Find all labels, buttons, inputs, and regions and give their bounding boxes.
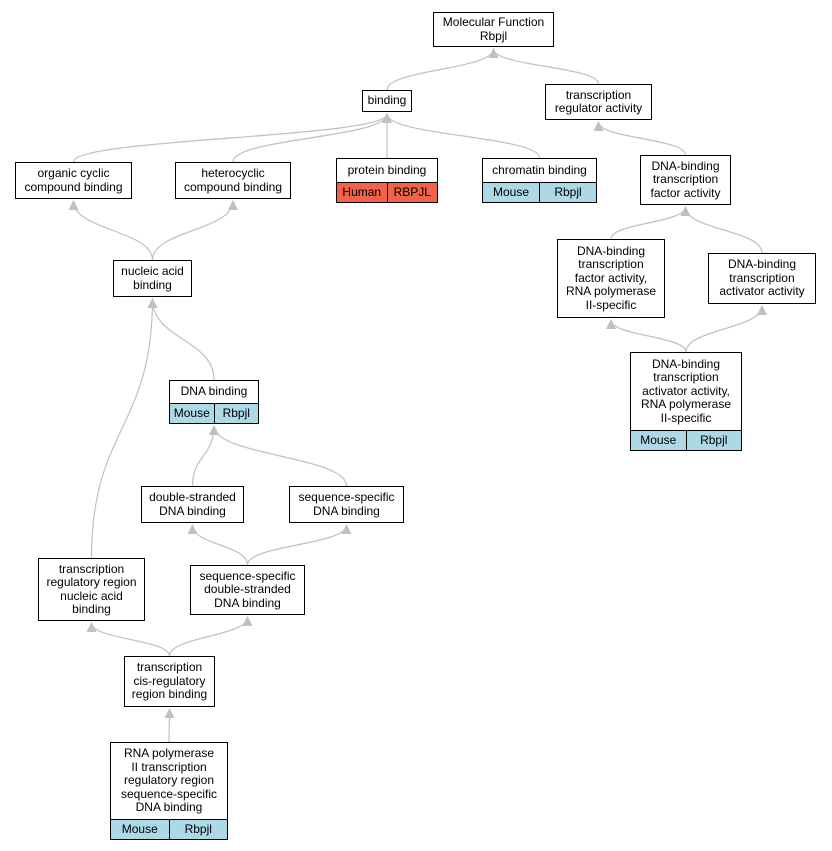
node-transcription-regulator-activity[interactable]: transcription regulator activity	[545, 84, 652, 120]
edge-dbtaa2-to-dbtaa	[685, 305, 767, 353]
node-dna-binding-transcription-activator-activity[interactable]: DNA-binding transcription activator acti…	[708, 253, 816, 304]
node-label: DNA-binding transcription activator acti…	[719, 257, 805, 299]
node-transcription-regulatory-region-nucleic-acid-binding[interactable]: transcription regulatory region nucleic …	[38, 558, 145, 621]
gene-symbol-cell: Rbpjl	[539, 183, 596, 202]
node-double-stranded-dna-binding[interactable]: double-stranded DNA binding	[141, 486, 244, 523]
edge-dbtaa-to-dbtfa	[680, 206, 763, 254]
node-label: sequence-specific DNA binding	[298, 490, 395, 518]
species-annotation-row: Human RBPJL	[337, 182, 437, 202]
node-transcription-cis-regulatory-region-binding[interactable]: transcription cis-regulatory region bind…	[124, 656, 215, 707]
edge-hccb-to-binding	[232, 113, 392, 163]
node-label: binding	[367, 93, 407, 108]
edge-dbtfa-to-tra	[593, 121, 687, 156]
node-label: organic cyclic compound binding	[24, 166, 123, 194]
node-label: DNA-binding transcription factor activit…	[650, 158, 721, 200]
edge-ssdsdb-to-dsdb	[187, 524, 249, 566]
node-label: RNA polymerase II transcription regulato…	[120, 746, 218, 815]
species-name-cell: Mouse	[111, 820, 169, 839]
node-rna-pol-ii-regulatory-region-sequence-specific-dna-binding[interactable]: RNA polymerase II transcription regulato…	[110, 742, 228, 840]
species-annotation-row: Mouse Rbpjl	[170, 403, 258, 423]
node-sequence-specific-double-stranded-dna-binding[interactable]: sequence-specific double-stranded DNA bi…	[190, 565, 305, 615]
edge-tra-to-mf	[488, 48, 600, 85]
species-name-cell: Mouse	[631, 431, 686, 450]
node-dna-binding-tf-activity-rna-pol-ii-specific[interactable]: DNA-binding transcription factor activit…	[557, 239, 665, 318]
node-binding[interactable]: binding	[362, 90, 412, 112]
node-dna-binding-activator-activity-rna-pol-ii-specific[interactable]: DNA-binding transcription activator acti…	[630, 352, 742, 451]
species-annotation-row: Mouse Rbpjl	[483, 182, 596, 202]
node-label: DNA-binding transcription activator acti…	[640, 356, 732, 425]
edge-cb-to-binding	[382, 113, 541, 159]
node-sequence-specific-dna-binding[interactable]: sequence-specific DNA binding	[289, 486, 404, 523]
node-dna-binding-transcription-factor-activity[interactable]: DNA-binding transcription factor activit…	[640, 155, 731, 205]
node-label: transcription regulatory region nucleic …	[46, 561, 137, 616]
node-label: heterocyclic compound binding	[183, 166, 283, 194]
node-label: double-stranded DNA binding	[149, 490, 236, 518]
node-molecular-function[interactable]: Molecular Function Rbpjl	[433, 12, 554, 47]
species-annotation-row: Mouse Rbpjl	[631, 430, 741, 450]
edge-occb-to-binding	[72, 113, 392, 163]
edge-rnap-to-tcrrb	[164, 708, 175, 743]
species-name-cell: Mouse	[170, 404, 214, 423]
node-label: transcription cis-regulatory region bind…	[131, 660, 208, 702]
node-label: nucleic acid binding	[121, 264, 184, 292]
node-label: protein binding	[347, 162, 427, 177]
node-label: DNA-binding transcription factor activit…	[565, 243, 657, 312]
node-label: transcription regulator activity	[554, 87, 643, 115]
node-protein-binding[interactable]: protein binding Human RBPJL	[336, 158, 438, 203]
gene-symbol-cell: RBPJL	[386, 183, 437, 202]
edge-dbtfa2-to-dbtfa	[610, 206, 691, 240]
edge-tcrrb-to-trrnab	[86, 622, 171, 657]
edge-ssdb-to-dnab	[209, 425, 348, 487]
edge-nab-to-occb	[68, 200, 154, 261]
gene-symbol-cell: Rbpjl	[213, 404, 258, 423]
edge-nab-to-hccb	[151, 200, 238, 261]
node-dna-binding[interactable]: DNA binding Mouse Rbpjl	[169, 380, 259, 424]
edge-tcrrb-to-ssdsdb	[168, 616, 253, 657]
species-name-cell: Mouse	[483, 183, 539, 202]
node-heterocyclic-compound-binding[interactable]: heterocyclic compound binding	[175, 162, 291, 199]
node-nucleic-acid-binding[interactable]: nucleic acid binding	[113, 260, 192, 297]
node-label: sequence-specific double-stranded DNA bi…	[199, 568, 296, 610]
gene-symbol-cell: Rbpjl	[168, 820, 227, 839]
gene-symbol-cell: Rbpjl	[685, 431, 741, 450]
species-annotation-row: Mouse Rbpjl	[111, 819, 227, 839]
edge-dbtaa2-to-dbtfa2	[606, 319, 687, 353]
node-chromatin-binding[interactable]: chromatin binding Mouse Rbpjl	[482, 158, 597, 203]
node-label: DNA binding	[180, 384, 248, 399]
edge-binding-to-mf	[386, 48, 499, 91]
node-label: chromatin binding	[492, 162, 587, 177]
edge-ssdsdb-to-ssdb	[246, 524, 352, 566]
edge-trrnab-to-nab	[90, 298, 158, 559]
edge-dsdb-to-dnab	[191, 425, 219, 487]
edge-dnab-to-nab	[147, 298, 215, 381]
node-organic-cyclic-compound-binding[interactable]: organic cyclic compound binding	[15, 162, 132, 199]
node-label: Molecular Function Rbpjl	[442, 15, 545, 43]
species-name-cell: Human	[337, 183, 387, 202]
